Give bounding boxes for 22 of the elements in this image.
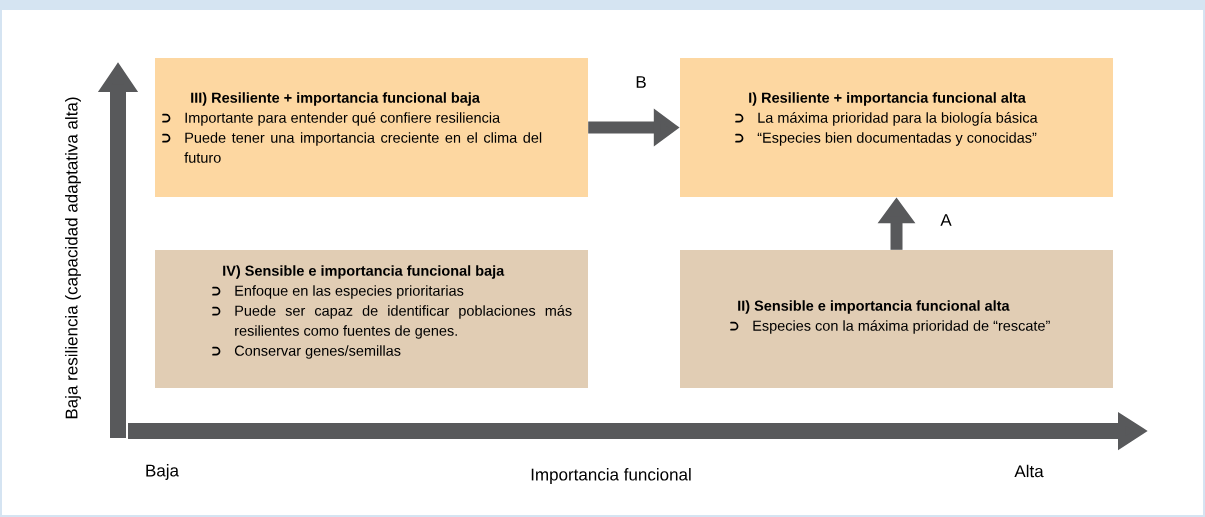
bullet-text: “Especies bien documentadas y conocidas”	[757, 132, 1037, 146]
axis-label: Baja resiliencia (capacidad adaptativa alta)	[65, 97, 81, 419]
bullet-text: Especies con la máxima prioridad de “rescate”	[753, 320, 1050, 334]
quadrant-box	[155, 250, 588, 388]
bullet-text: Puede ser capaz de identificar poblaciones más resilientes como fuentes de genes.	[235, 305, 572, 339]
bullet-text: Importante para entender qué confiere resiliencia	[185, 112, 501, 126]
heading: III) Resiliente + importancia funcional baja	[191, 92, 480, 106]
axis-label: Alta	[1014, 464, 1044, 478]
edge-label: B	[636, 76, 646, 88]
quadrant-box	[680, 250, 1113, 388]
edge-label: A	[940, 214, 952, 226]
axis-label: Importancia funcional	[531, 468, 691, 484]
bullet-text: Enfoque en las especies prioritarias	[235, 285, 464, 299]
heading: II) Sensible e importancia funcional alta	[738, 300, 1010, 314]
heading: IV) Sensible e importancia funcional baja	[223, 265, 505, 279]
axis-label: Baja	[146, 464, 179, 480]
quadrant-box	[680, 58, 1113, 197]
heading: I) Resiliente + importancia funcional alta	[749, 92, 1026, 106]
bullet-text: Conservar genes/semillas	[234, 345, 401, 359]
quadrant-box	[155, 58, 588, 197]
bullet-text: Puede tener una importancia creciente en el clima del futuro	[184, 132, 542, 163]
bullet-text: La máxima prioridad para la biología básica	[758, 112, 1038, 126]
